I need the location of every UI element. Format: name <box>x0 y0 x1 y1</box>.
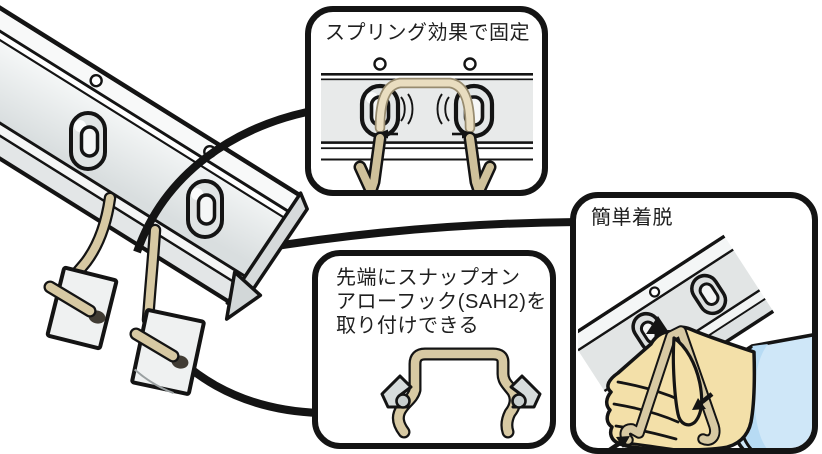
leader-curve-spring <box>133 108 308 254</box>
hanger-rail <box>0 0 309 321</box>
press-arrow-lower <box>608 436 630 448</box>
callout-detach: 簡単着脱 <box>570 192 818 454</box>
hook-tip-2 <box>129 327 189 369</box>
callout-spring-label: スプリング効果で固定 <box>325 22 530 44</box>
callout-attach: 先端にスナップオン アローフック(SAH2)を 取り付けできる <box>312 250 556 449</box>
callout-attach-label: 先端にスナップオン アローフック(SAH2)を 取り付けできる <box>336 267 547 337</box>
hand-removal-diagram <box>578 234 812 448</box>
arrow-hook-diagram <box>380 347 542 439</box>
rail-slot-hole <box>69 111 107 171</box>
vibration-marks <box>400 93 450 125</box>
thumb <box>671 336 704 427</box>
rail-screw-hole <box>89 73 103 88</box>
rail-front-view <box>321 57 533 161</box>
spring-fix-diagram <box>321 57 533 190</box>
sah2-wire <box>391 347 522 439</box>
sah2-arrow-tip-right <box>509 374 542 409</box>
press-arrow-upper <box>692 392 714 410</box>
callout-detach-label: 簡単着脱 <box>591 207 673 229</box>
rail-slot-hole <box>186 179 224 239</box>
callout-spring: スプリング効果で固定 <box>305 6 548 196</box>
held-hook-wire <box>619 325 721 446</box>
hook-ends-front <box>353 131 497 190</box>
sah2-arrow-tip-left <box>380 374 413 409</box>
spring-wire-bridge <box>374 77 476 134</box>
hook-tip-1 <box>43 280 106 324</box>
hook-wire-2 <box>141 223 162 327</box>
rail-end-flange <box>224 270 263 321</box>
